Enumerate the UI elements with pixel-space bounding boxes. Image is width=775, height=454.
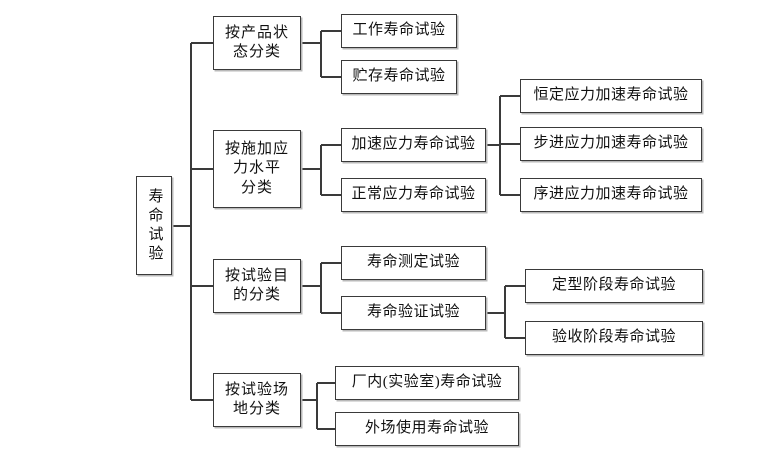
node-l2-test-site[interactable]: 按试验场 地分类: [213, 373, 301, 427]
node-l3-accelerated-stress-life-test[interactable]: 加速应力寿命试验: [341, 128, 486, 162]
node-l3-life-measurement-test[interactable]: 寿命测定试验: [341, 246, 486, 280]
node-l4-constant-stress-accelerated-life-test[interactable]: 恒定应力加速寿命试验: [520, 79, 702, 113]
node-l3-life-verification-test[interactable]: 寿命验证试验: [341, 296, 486, 330]
node-l4-progressive-stress-accelerated-life-test[interactable]: 序进应力加速寿命试验: [520, 178, 702, 212]
node-l4-finalization-stage-life-test[interactable]: 定型阶段寿命试验: [525, 269, 703, 303]
node-l3-field-use-life-test[interactable]: 外场使用寿命试验: [335, 412, 519, 446]
node-l2-stress-level[interactable]: 按施加应 力水平 分类: [213, 130, 301, 208]
node-l3-working-life-test[interactable]: 工作寿命试验: [341, 14, 457, 48]
node-l3-inplant-lab-life-test[interactable]: 厂内(实验室)寿命试验: [335, 366, 519, 400]
node-l3-normal-stress-life-test[interactable]: 正常应力寿命试验: [341, 178, 486, 212]
node-l4-acceptance-stage-life-test[interactable]: 验收阶段寿命试验: [525, 321, 703, 355]
node-l2-test-purpose[interactable]: 按试验目 的分类: [213, 259, 301, 313]
node-root[interactable]: 寿命试验: [136, 176, 172, 275]
node-l3-storage-life-test[interactable]: 贮存寿命试验: [341, 60, 457, 94]
node-l4-step-stress-accelerated-life-test[interactable]: 步进应力加速寿命试验: [520, 127, 702, 161]
node-l2-product-state[interactable]: 按产品状 态分类: [213, 16, 301, 70]
